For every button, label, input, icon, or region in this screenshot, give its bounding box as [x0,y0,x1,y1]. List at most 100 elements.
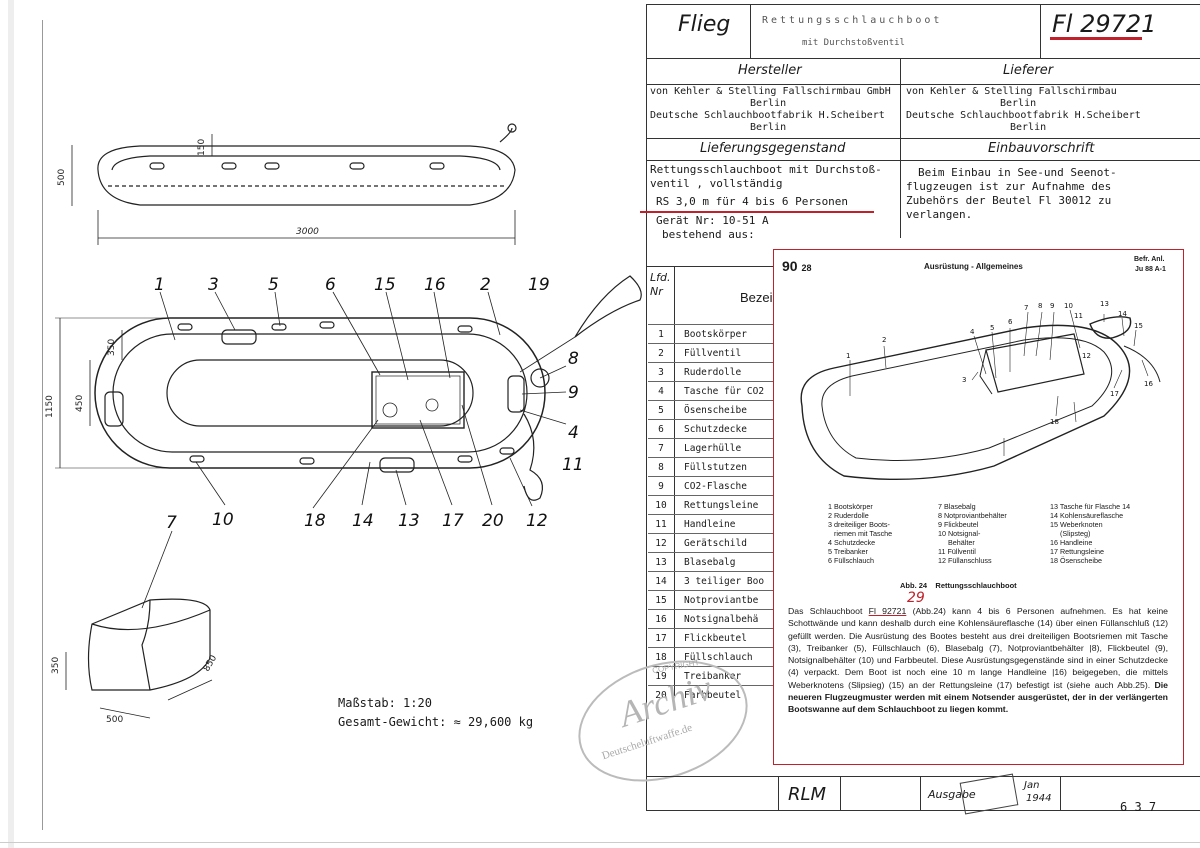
dim-tube: 350 [107,339,117,356]
dim-inner-width: 450 [75,395,85,412]
parts-row-number: 14 [655,576,667,587]
parts-row-number: 15 [655,595,667,606]
callout-2: 2 [480,275,491,295]
supplier-line-1: von Kehler & Stelling Fallschirmbau [906,86,1117,97]
rlm-label: RLM [788,784,827,805]
page-number: 6 3 7 [1120,800,1157,814]
parts-row-number: 9 [658,481,664,492]
parts-header-name: Bezei [740,290,773,305]
callout-15: 15 [374,275,396,295]
inset-callout-16: 16 [1144,380,1153,388]
inset-callout-12: 12 [1082,352,1091,360]
parts-row-name: Flickbeutel [684,633,747,644]
callout-19: 19 [528,275,550,295]
rowlock-bottom [379,457,415,473]
callout-16: 16 [424,275,446,295]
parts-row-number: 8 [658,462,664,473]
issue-year: 1944 [1026,793,1052,804]
inset-co2-bottle [1089,316,1132,339]
manufacturer-line-1: von Kehler & Stelling Fallschirmbau GmbH [650,86,891,97]
inset-figure-caption: Abb. 24 Rettungsschlauchboot [900,581,1017,590]
callout-4: 4 [568,423,579,443]
parts-row-number: 7 [658,443,664,454]
inset-callout-14: 14 [1118,310,1127,318]
inset-callout-2: 2 [882,336,886,344]
consists-of: bestehend aus: [662,228,755,241]
callout-leaders [159,291,567,509]
fill-valve-housing [507,375,525,413]
inset-page-number: 90 28 [782,258,811,274]
parts-table-row: 1 Bootskörper [648,324,788,344]
inset-legend-col1: 1 Bootskörper 2 Ruderdolle 3 dreiteilige… [828,502,893,565]
manufacturer-line-3: Deutsche Schlauchbootfabrik H.Scheibert [650,110,885,121]
sea-anchor-19 [574,275,642,338]
rowlock-left [104,391,124,427]
parts-row-name: Schutzdecke [684,424,747,435]
top-view-floor [166,359,474,427]
fl-number-underline [1050,37,1142,40]
inset-callout-3: 3 [962,376,966,384]
supplier-line-3: Deutsche Schlauchbootfabrik H.Scheibert [906,110,1141,121]
installation-line-4: verlangen. [906,208,973,221]
delivery-line-1: Rettungsschlauchboot mit Durchstoß- [650,163,882,176]
handline-coil [523,413,543,501]
doc-title: Rettungsschlauchboot [762,15,943,26]
parts-row-number: 17 [655,633,667,644]
delivery-line-3: RS 3,0 m für 4 bis 6 Personen [656,195,849,208]
scan-edge [8,0,14,848]
co2-bottle-ring [530,368,550,388]
desc-bold-note: Die neueren Flugzeugmuster werden mit ei… [788,679,1168,715]
dim-length: 3000 [296,227,319,237]
inset-ref-2: Ju 88 A-1 [1135,266,1166,273]
inset-heading: Ausrüstung - Allgemeines [924,262,1023,271]
parts-row-name: Füllventil [684,348,742,359]
callout-18: 18 [304,511,326,531]
inset-equipment-pack [985,333,1085,393]
parts-row-number: 12 [655,538,667,549]
storage-bag [87,598,211,691]
parts-row-number: 4 [658,386,664,397]
callout-14: 14 [352,511,374,531]
parts-row-number: 1 [658,329,664,340]
callout-9: 9 [568,383,579,403]
dim-side-height: 500 [57,169,67,186]
callout-3: 3 [208,275,219,295]
callout-17: 17 [442,511,464,531]
inset-handwritten-correction: 29 [907,590,925,606]
parts-row-name: Füllschlauch [684,652,753,663]
parts-row-name: Bootskörper [684,329,747,340]
inset-callout-10: 10 [1064,302,1073,310]
inset-page-sub: 28 [801,263,812,273]
manufacturer-heading: Hersteller [738,63,802,78]
parts-row-name: Notsignalbehä [684,614,759,625]
parts-row-number: 11 [655,519,667,530]
inset-ref-1: Befr. Anl. [1134,256,1165,263]
issue-month: Jan [1024,780,1040,791]
equipment-pack [371,371,465,429]
page-bottom-edge [0,842,1200,843]
side-view-tube-line [111,155,501,171]
ausgabe-label: Ausgabe [928,788,976,801]
side-view-handles [149,162,445,170]
inset-callout-9: 9 [1050,302,1054,310]
parts-row-number: 2 [658,348,664,359]
top-view-hull [94,317,546,469]
callout-5: 5 [268,275,279,295]
bag-dim-width: 500 [106,715,123,725]
total-weight: Gesamt-Gewicht: ≈ 29,600 kg [338,715,534,729]
dim-width: 1150 [45,395,55,418]
bag-dim-length: 850 [202,653,219,673]
supplier-line-4: Berlin [1010,122,1047,133]
inset-callout-1: 1 [846,352,850,360]
installation-heading: Einbauvorschrift [988,141,1095,156]
parts-row-name: Rettungsleine [684,500,759,511]
delivery-heading: Lieferungsgegenstand [700,141,846,156]
